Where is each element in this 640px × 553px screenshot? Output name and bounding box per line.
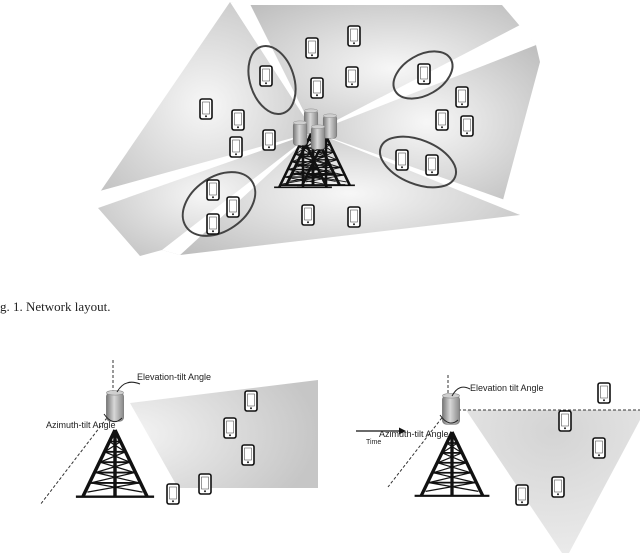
- mobile-phone-icon: [244, 390, 258, 412]
- network-layout-diagram: [96, 2, 540, 256]
- mobile-phone-icon: [310, 77, 324, 99]
- mobile-phone-icon: [206, 179, 220, 201]
- time-label: Time: [366, 439, 381, 446]
- mobile-phone-icon: [347, 25, 361, 47]
- mobile-phone-icon: [551, 476, 565, 498]
- cell-tower-icon: [74, 428, 156, 499]
- antenna-panel-icon: [442, 392, 460, 425]
- mobile-phone-icon: [301, 204, 315, 226]
- tilt-diagram-right: Elevation tilt Angle Azimuth-tilt Angle: [379, 375, 640, 553]
- mobile-phone-icon: [597, 382, 611, 404]
- cell-tower-icon: [412, 430, 492, 498]
- user-cluster-ellipse: [392, 50, 454, 100]
- mobile-phone-icon: [417, 63, 431, 85]
- mobile-phone-icon: [259, 65, 273, 87]
- mobile-phone-icon: [198, 473, 212, 495]
- mobile-phone-icon: [166, 483, 180, 505]
- mobile-phone-icon: [558, 410, 572, 432]
- mobile-phone-icon: [229, 136, 243, 158]
- mobile-phone-icon: [231, 109, 245, 131]
- sector-top-right: [250, 5, 536, 132]
- mobile-phone-icon: [199, 98, 213, 120]
- time-arrow: Time: [356, 427, 406, 446]
- azimuth-tilt-label: Azimuth-tilt Angle: [46, 420, 116, 430]
- azimuth-tilt-label: Azimuth-tilt Angle: [379, 429, 449, 439]
- mobile-phone-icon: [515, 484, 529, 506]
- mobile-phone-icon: [460, 115, 474, 137]
- elevation-tilt-label: Elevation tilt Angle: [470, 383, 544, 393]
- mobile-phone-icon: [395, 149, 409, 171]
- mobile-phone-icon: [305, 37, 319, 59]
- mobile-phone-icon: [206, 213, 220, 235]
- user-cluster-ellipse: [379, 135, 457, 189]
- sector-bottom-right: [180, 132, 520, 255]
- sector-bottom-left: [98, 132, 314, 256]
- sector-right: [314, 45, 540, 200]
- elevation-tilt-label: Elevation-tilt Angle: [137, 372, 211, 382]
- mobile-phone-icon: [592, 437, 606, 459]
- mobile-phone-icon: [262, 129, 276, 151]
- mobile-phone-icon: [345, 66, 359, 88]
- mobile-phone-icon: [241, 444, 255, 466]
- figure-caption: g. 1. Network layout.: [0, 299, 111, 314]
- mobile-phone-icon: [223, 417, 237, 439]
- tilt-diagram-left: Elevation-tilt Angle Azimuth-tilt Angle: [39, 360, 318, 506]
- mobile-phone-icon: [425, 154, 439, 176]
- mobile-phone-icon: [347, 206, 361, 228]
- mobile-phone-icon: [435, 109, 449, 131]
- antenna-panel-icon: [106, 389, 124, 422]
- mobile-phone-icon: [455, 86, 469, 108]
- user-cluster-ellipse: [181, 171, 257, 237]
- user-cluster-ellipse: [247, 45, 297, 115]
- mobile-phone-icon: [226, 196, 240, 218]
